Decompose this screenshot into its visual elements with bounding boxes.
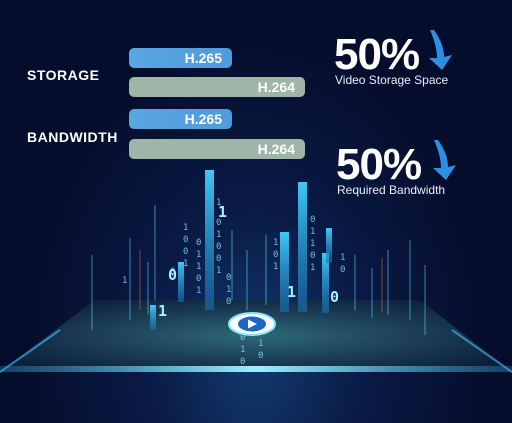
svg-text:0: 0	[226, 297, 231, 307]
bandwidth-label: BANDWIDTH	[27, 129, 118, 145]
storage-savings-percent: 50%	[334, 30, 420, 79]
svg-text:0: 0	[216, 218, 221, 228]
svg-text:0: 0	[196, 274, 201, 284]
svg-text:0: 0	[258, 351, 263, 361]
svg-text:1: 1	[310, 239, 315, 249]
svg-text:1: 1	[287, 283, 296, 301]
svg-text:1: 1	[273, 262, 278, 272]
svg-text:1: 1	[216, 198, 221, 208]
play-icon[interactable]	[227, 311, 277, 337]
svg-text:1: 1	[183, 259, 188, 269]
platform-surface	[0, 300, 512, 372]
svg-text:1: 1	[273, 238, 278, 248]
svg-text:1: 1	[240, 345, 245, 355]
down-arrow-icon	[429, 30, 452, 70]
bandwidth-h264-bar: H.264	[129, 139, 305, 159]
svg-text:1: 1	[226, 285, 231, 295]
svg-text:0: 0	[183, 247, 188, 257]
svg-text:0: 0	[310, 251, 315, 261]
svg-text:1: 1	[340, 253, 345, 263]
svg-text:0: 0	[240, 333, 245, 343]
svg-text:0: 0	[170, 267, 175, 277]
storage-label: STORAGE	[27, 67, 100, 83]
svg-text:1: 1	[158, 302, 167, 320]
svg-text:0: 0	[240, 357, 245, 367]
svg-text:0: 0	[226, 273, 231, 283]
bandwidth-savings-caption: Required Bandwidth	[337, 183, 446, 197]
storage-h265-bar: H.265	[129, 48, 232, 68]
svg-text:0: 0	[183, 235, 188, 245]
storage-savings-caption: Video Storage Space	[335, 73, 449, 87]
svg-text:0: 0	[340, 265, 345, 275]
storage-h264-bar: H.264	[129, 77, 305, 97]
svg-text:1: 1	[183, 223, 188, 233]
platform-glow-edge	[0, 366, 512, 372]
svg-text:0: 0	[310, 215, 315, 225]
svg-text:1: 1	[196, 250, 201, 260]
down-arrow-icon	[433, 140, 456, 180]
svg-text:1: 1	[196, 262, 201, 272]
bandwidth-h265-bar: H.265	[129, 109, 232, 129]
data-columns	[150, 170, 332, 330]
svg-text:1: 1	[122, 276, 127, 286]
svg-text:0: 0	[216, 254, 221, 264]
svg-text:1: 1	[196, 286, 201, 296]
svg-text:1: 1	[216, 230, 221, 240]
light-lines	[91, 205, 426, 335]
bandwidth-savings-percent: 50%	[336, 140, 422, 189]
svg-text:1: 1	[310, 263, 315, 273]
svg-text:1: 1	[258, 339, 263, 349]
svg-text:0: 0	[196, 238, 201, 248]
svg-text:1: 1	[216, 266, 221, 276]
svg-text:0: 0	[168, 266, 177, 284]
svg-text:0: 0	[216, 242, 221, 252]
svg-text:1: 1	[218, 203, 227, 221]
svg-text:0: 0	[273, 250, 278, 260]
svg-text:1: 1	[310, 227, 315, 237]
svg-text:0: 0	[330, 288, 339, 306]
